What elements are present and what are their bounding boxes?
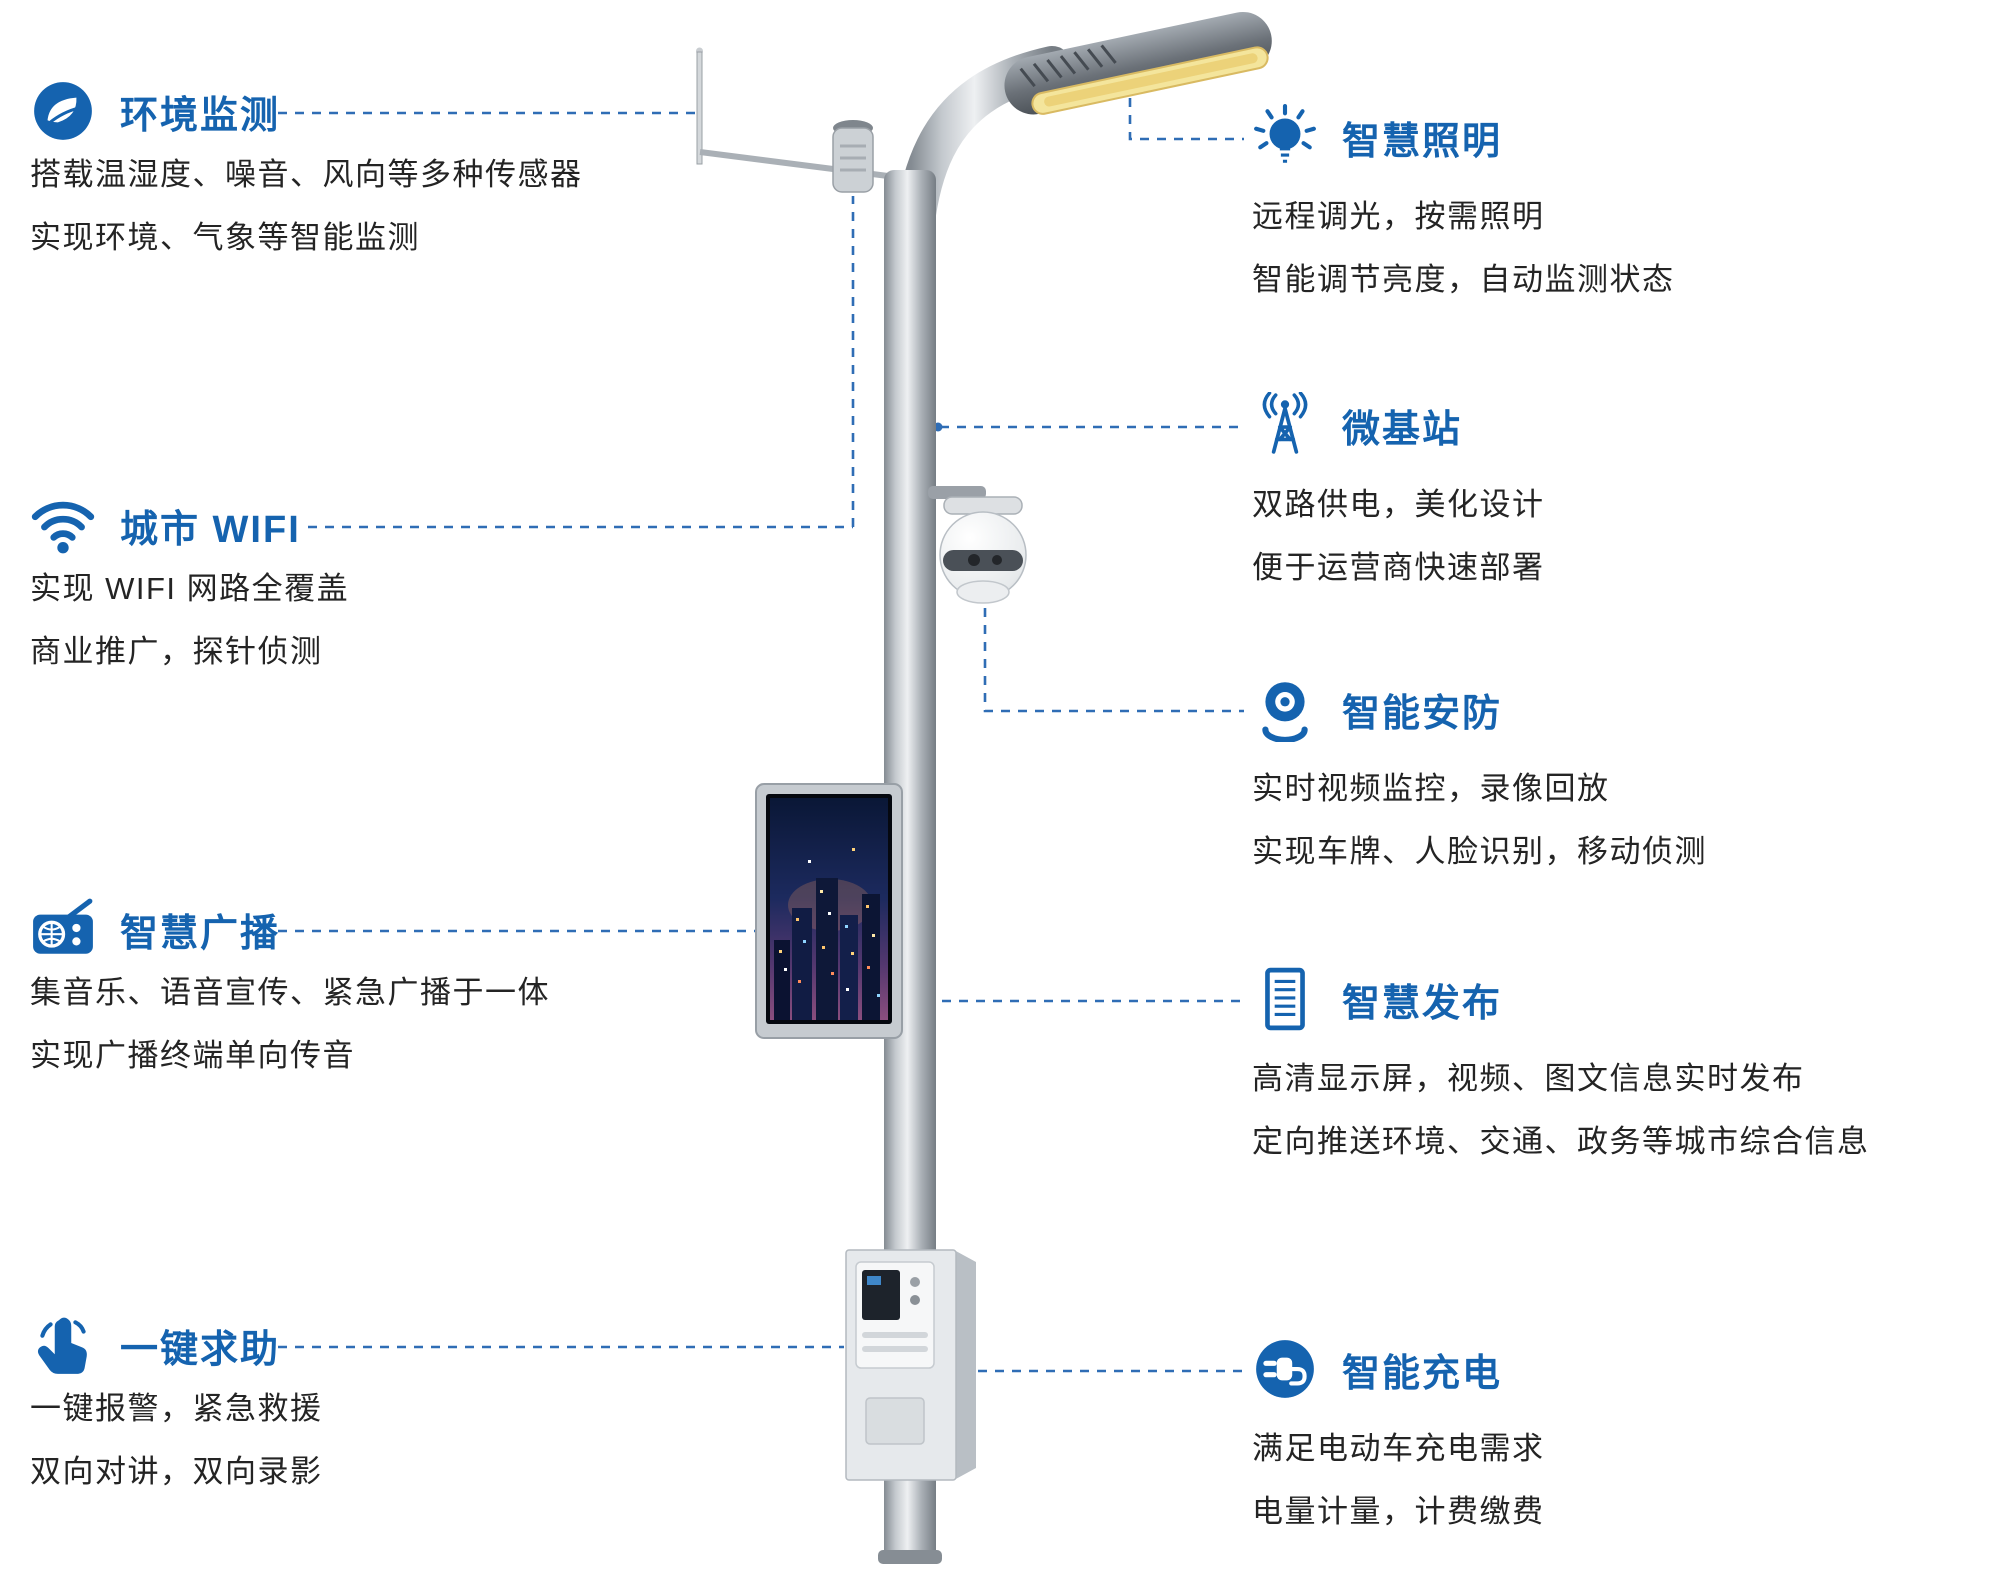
feature-description: 集音乐、语音宣传、紧急广播于一体	[30, 975, 550, 1010]
led-display	[755, 783, 903, 1039]
antenna-icon	[1252, 392, 1318, 458]
feature-description: 高清显示屏，视频、图文信息实时发布	[1252, 1061, 1805, 1096]
feature-smart-charging: 智能充电 满足电动车充电需求 电量计量，计费缴费	[1252, 1336, 1545, 1530]
feature-title: 环境监测	[120, 94, 281, 137]
feature-title: 智慧照明	[1342, 120, 1503, 163]
feature-description: 实现车牌、人脸识别，移动侦测	[1252, 834, 1707, 870]
feature-header: 城市 WIFI	[30, 492, 349, 558]
street-lamp-head	[1004, 11, 1272, 115]
leaf-icon	[30, 78, 96, 144]
feature-description: 智能调节亮度，自动监测状态	[1252, 262, 1675, 298]
feature-description: 电量计量，计费缴费	[1252, 1494, 1545, 1530]
pole	[884, 170, 936, 1562]
camera-icon	[1252, 676, 1318, 742]
wifi-icon	[30, 492, 96, 558]
feature-title: 一键求助	[120, 1328, 281, 1371]
feature-header: 微基站	[1252, 392, 1545, 458]
feature-description: 双路供电，美化设计	[1252, 487, 1545, 522]
env-sensor-device	[832, 120, 874, 193]
feature-description: 一键报警，紧急救援	[30, 1391, 323, 1426]
feature-header: 智慧照明	[1252, 104, 1675, 170]
bulb-icon	[1252, 104, 1318, 170]
feature-city-wifi: 城市 WIFI 实现 WIFI 网路全覆盖 商业推广，探针侦测	[30, 492, 349, 670]
feature-header: 智慧广播	[30, 896, 550, 962]
feature-title: 智慧发布	[1342, 982, 1503, 1025]
feature-description: 实时视频监控，录像回放	[1252, 771, 1610, 806]
feature-description: 双向对讲，双向录影	[30, 1454, 323, 1490]
feature-micro-base-station: 微基站 双路供电，美化设计 便于运营商快速部署	[1252, 392, 1545, 586]
radio-icon	[30, 896, 96, 962]
feature-one-key-help: 一键求助 一键报警，紧急救援 双向对讲，双向录影	[30, 1312, 323, 1490]
feature-env-monitoring: 环境监测 搭载温湿度、噪音、风向等多种传感器 实现环境、气象等智能监测	[30, 78, 583, 256]
feature-smart-publishing: 智慧发布 高清显示屏，视频、图文信息实时发布 定向推送环境、交通、政务等城市综合…	[1252, 966, 1870, 1160]
feature-title: 城市 WIFI	[120, 508, 301, 551]
feature-description: 搭载温湿度、噪音、风向等多种传感器	[30, 157, 583, 192]
hand-press-icon	[30, 1312, 96, 1378]
feature-description: 定向推送环境、交通、政务等城市综合信息	[1252, 1124, 1870, 1160]
feature-description: 实现广播终端单向传音	[30, 1038, 355, 1074]
feature-title: 微基站	[1342, 408, 1463, 451]
document-icon	[1252, 966, 1318, 1032]
feature-description: 实现环境、气象等智能监测	[30, 220, 420, 256]
feature-smart-lighting: 智慧照明 远程调光，按需照明 智能调节亮度，自动监测状态	[1252, 104, 1675, 298]
feature-description: 满足电动车充电需求	[1252, 1431, 1545, 1466]
feature-header: 一键求助	[30, 1312, 323, 1378]
feature-header: 智慧发布	[1252, 966, 1870, 1032]
charging-station	[845, 1249, 976, 1481]
ptz-camera	[928, 486, 1027, 604]
connector-wifi	[308, 196, 855, 529]
feature-header: 智能充电	[1252, 1336, 1545, 1402]
feature-smart-broadcast: 智慧广播 集音乐、语音宣传、紧急广播于一体 实现广播终端单向传音	[30, 896, 550, 1074]
feature-description: 商业推广，探针侦测	[30, 634, 323, 670]
feature-smart-security: 智能安防 实时视频监控，录像回放 实现车牌、人脸识别，移动侦测	[1252, 676, 1707, 870]
feature-header: 环境监测	[30, 78, 583, 144]
feature-title: 智能充电	[1342, 1352, 1503, 1395]
connector-security	[983, 608, 1244, 713]
feature-description: 实现 WIFI 网路全覆盖	[30, 571, 350, 606]
feature-description: 便于运营商快速部署	[1252, 550, 1545, 586]
pole-base	[878, 1550, 942, 1564]
feature-header: 智能安防	[1252, 676, 1707, 742]
feature-title: 智慧广播	[120, 912, 281, 955]
connector-lighting	[1128, 98, 1244, 141]
connector-lines	[278, 98, 1244, 1373]
plug-icon	[1252, 1336, 1318, 1402]
feature-description: 远程调光，按需照明	[1252, 199, 1545, 234]
feature-title: 智能安防	[1342, 692, 1503, 735]
